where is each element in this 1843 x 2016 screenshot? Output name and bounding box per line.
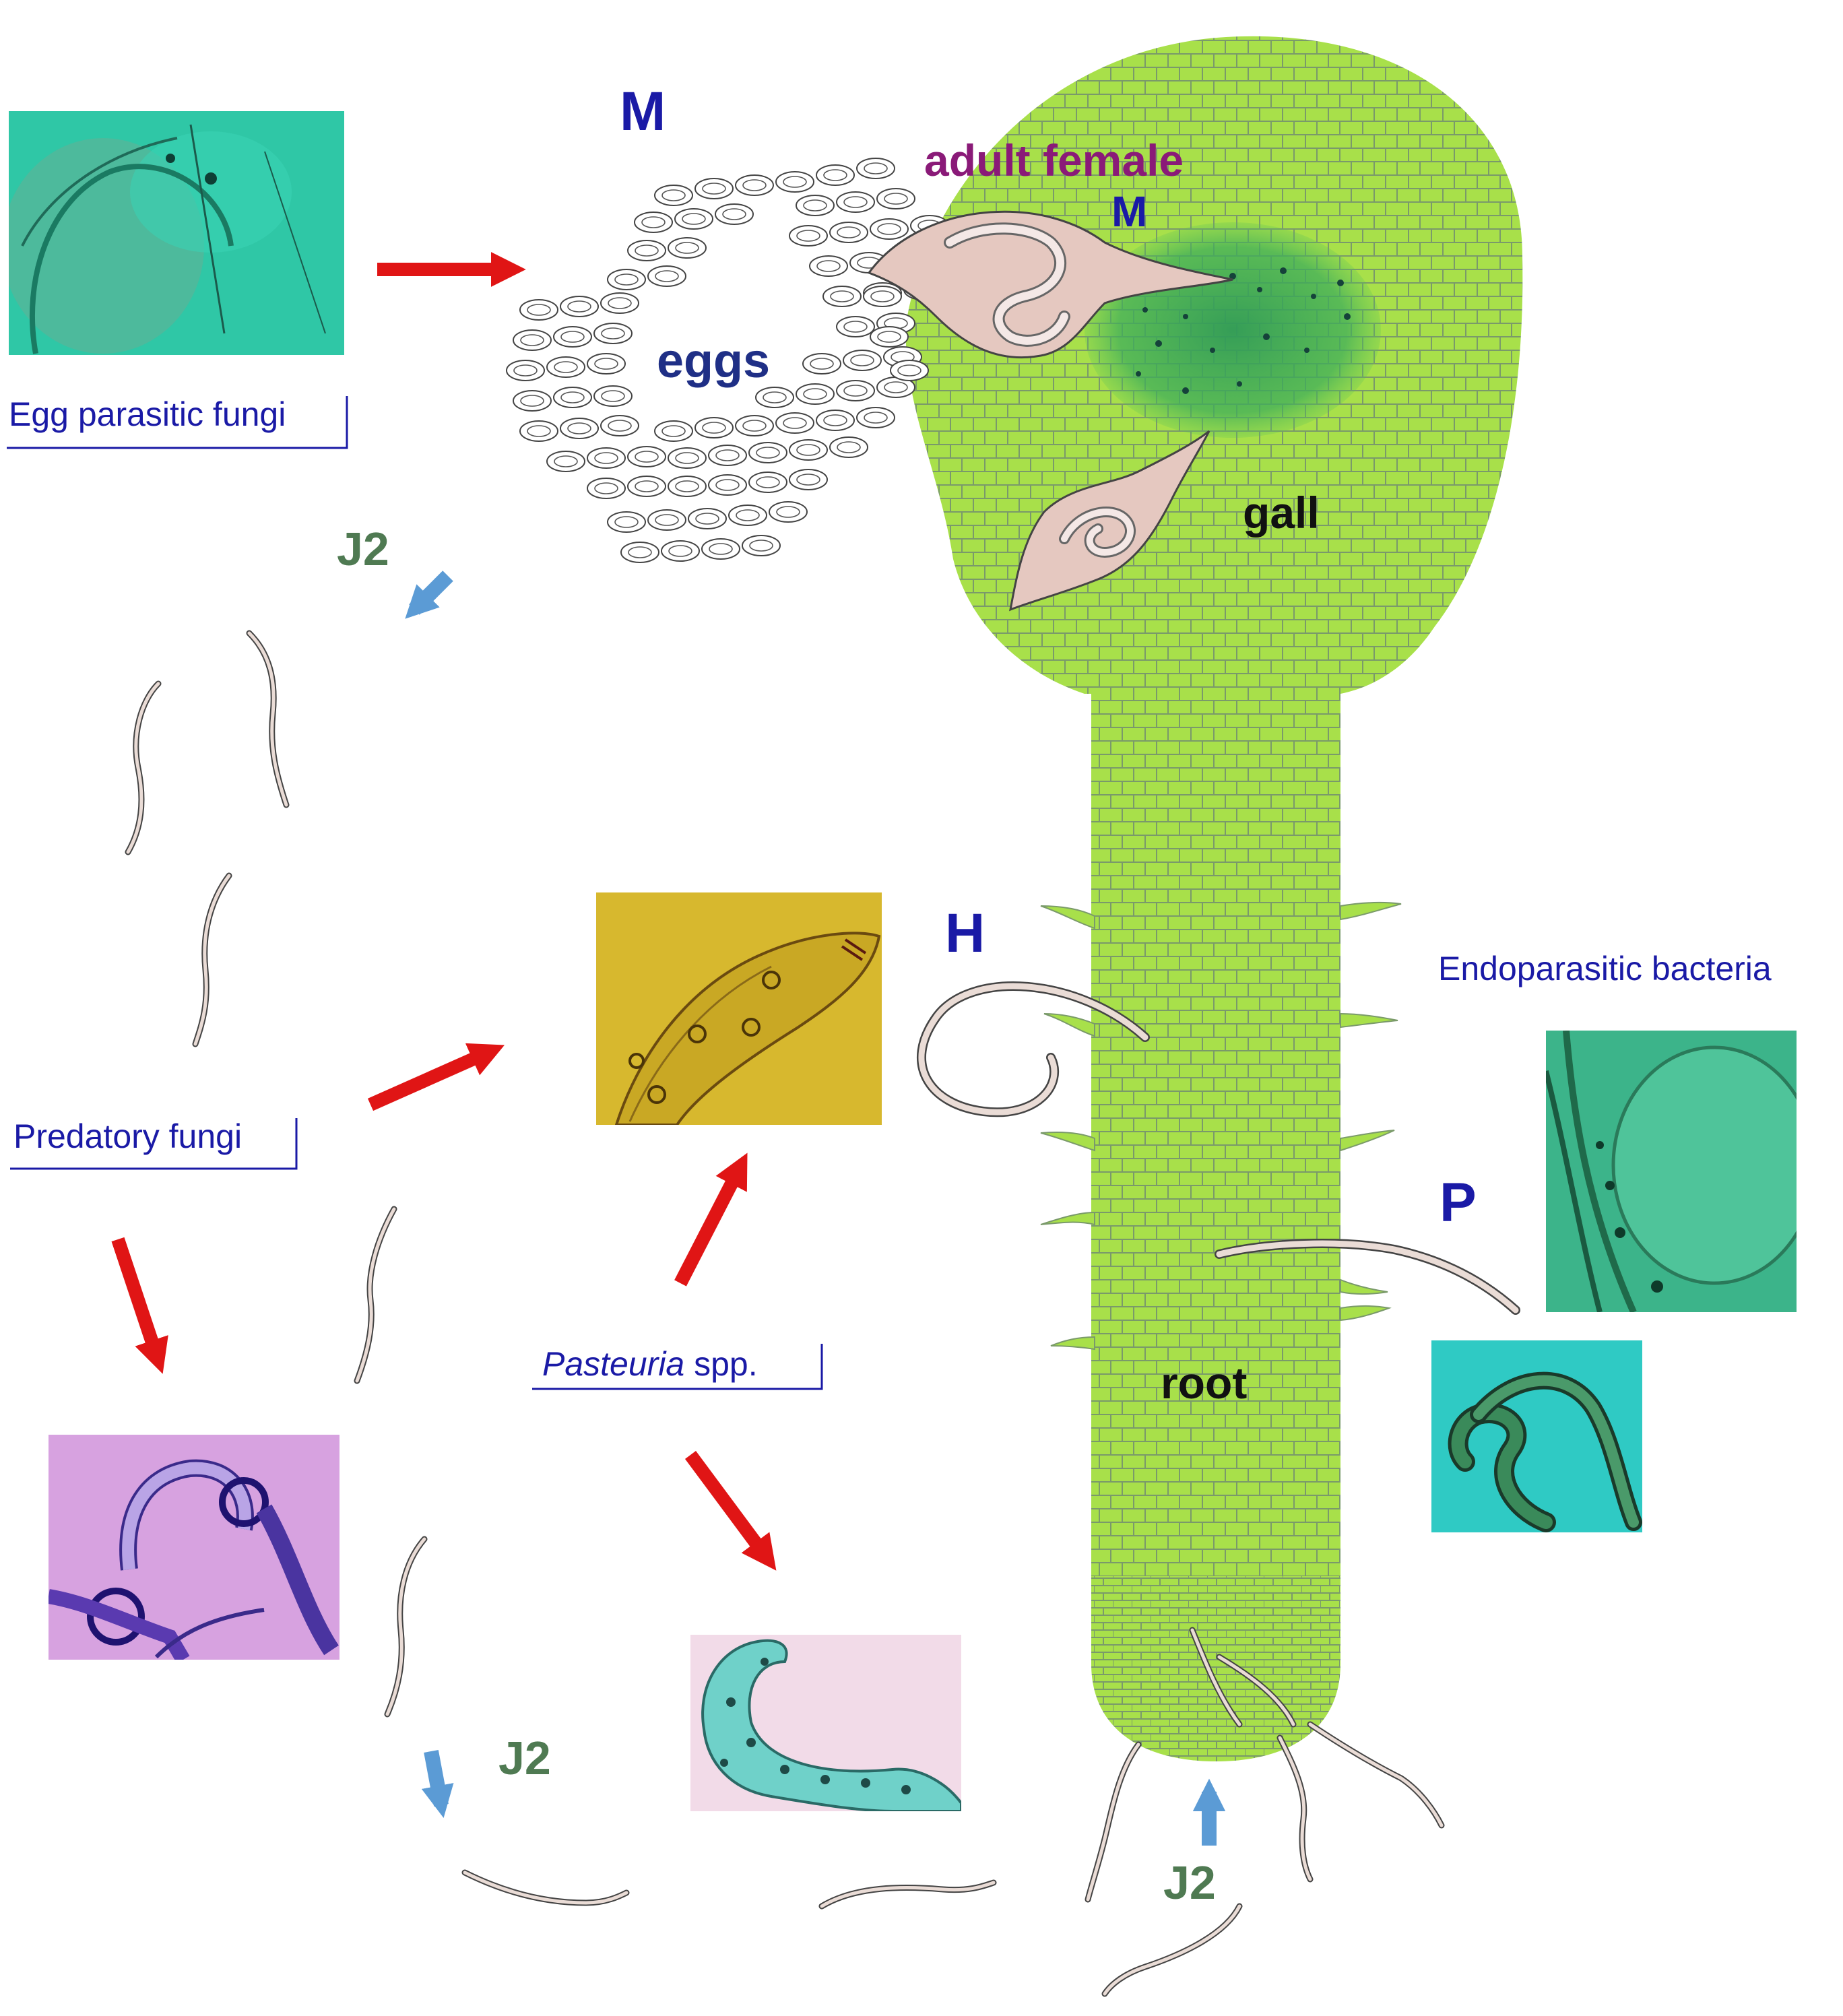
label-m-female: M [1111, 187, 1148, 236]
label-m-eggs: M [620, 81, 666, 142]
label-root: root [1161, 1358, 1248, 1408]
arrow-predatory-down [111, 1237, 168, 1374]
adult-female-nematode [867, 210, 1233, 359]
caption-endoparasitic-bacteria: Endoparasitic bacteria [1438, 950, 1772, 987]
second-female-nematode [1009, 430, 1210, 612]
caption-brackets [7, 396, 823, 1390]
label-j2-bottom-left: J2 [498, 1732, 551, 1784]
label-h: H [945, 903, 985, 964]
label-eggs: eggs [657, 334, 771, 388]
label-p: P [1440, 1172, 1477, 1233]
pasteuria-endospores-photo [596, 892, 882, 1125]
label-j2-root: J2 [1163, 1856, 1216, 1909]
caption-egg-parasitic-fungi: Egg parasitic fungi [9, 395, 286, 433]
root-tip [1091, 1576, 1340, 1761]
label-adult-female: adult female [924, 135, 1184, 185]
egg-parasitic-fungi-photo [9, 111, 344, 355]
caption-pasteuria-genus: Pasteuria [542, 1345, 685, 1383]
h-nematode [916, 981, 1150, 1117]
arrow-predatory-to-pasteuria-photo [367, 1043, 505, 1111]
root-shaft [1091, 687, 1340, 1583]
endoparasitic-bacteria-photo-2 [1431, 1340, 1642, 1532]
pasteuria-infected-j2-photo [690, 1635, 961, 1811]
endoparasitic-bacteria-photo-1 [1546, 1031, 1797, 1312]
arrow-j2-bottom-left [421, 1749, 454, 1819]
label-gall: gall [1243, 488, 1320, 538]
arrow-pasteuria-down [684, 1451, 777, 1571]
j2-juveniles [125, 630, 1445, 1997]
blue-arrows [405, 571, 1226, 1846]
arrow-pasteuria-up [674, 1152, 748, 1287]
arrow-j2-top [405, 571, 453, 619]
caption-pasteuria: Pasteuria spp. [542, 1347, 758, 1381]
p-nematode [1215, 1239, 1520, 1315]
predatory-fungi-trap-photo [48, 1435, 340, 1660]
red-arrows [111, 252, 777, 1571]
caption-predatory-fungi: Predatory fungi [13, 1117, 243, 1155]
label-j2-top: J2 [337, 523, 389, 575]
root-hairs [1040, 901, 1402, 1351]
caption-pasteuria-spp: spp. [684, 1345, 758, 1383]
